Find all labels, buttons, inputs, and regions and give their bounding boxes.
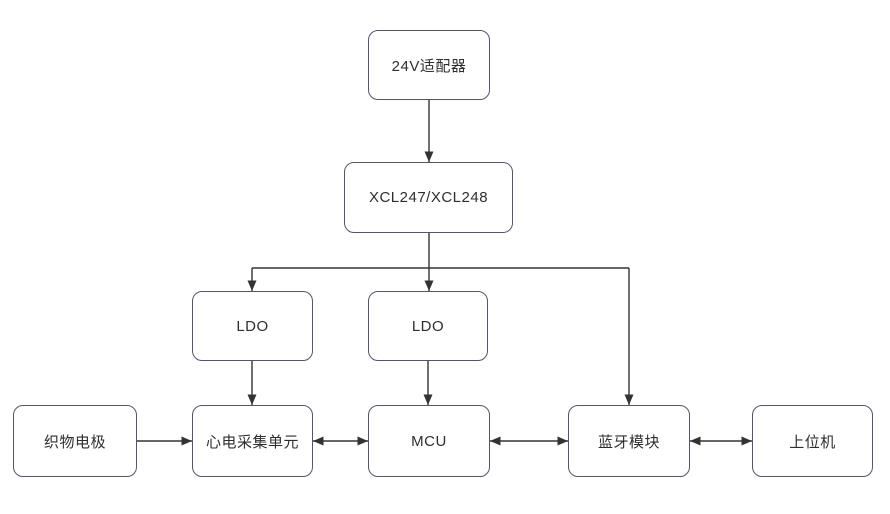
node-bluetooth-module: 蓝牙模块	[568, 405, 690, 477]
node-24v-adapter-label: 24V适配器	[391, 57, 467, 75]
node-fabric-electrode-label: 织物电极	[43, 433, 106, 451]
node-mcu-label: MCU	[411, 432, 447, 450]
node-ldo-left-label: LDO	[236, 317, 269, 335]
node-ldo-right-label: LDO	[411, 317, 445, 335]
node-ecg-acquisition-unit: 心电采集单元	[192, 405, 313, 477]
node-ldo-right: LDO	[368, 291, 488, 361]
node-24v-adapter: 24V适配器	[368, 30, 490, 100]
node-mcu: MCU	[368, 405, 490, 477]
node-ecg-acquisition-unit-label: 心电采集单元	[205, 433, 299, 451]
node-ldo-left: LDO	[192, 291, 313, 361]
node-fabric-electrode: 织物电极	[13, 405, 137, 477]
node-host-computer: 上位机	[752, 405, 873, 477]
node-bluetooth-module-label: 蓝牙模块	[597, 433, 660, 451]
node-host-computer-label: 上位机	[789, 433, 836, 451]
node-xcl-regulator-label: XCL247/XCL248	[368, 189, 489, 206]
node-xcl-regulator: XCL247/XCL248	[344, 162, 513, 233]
